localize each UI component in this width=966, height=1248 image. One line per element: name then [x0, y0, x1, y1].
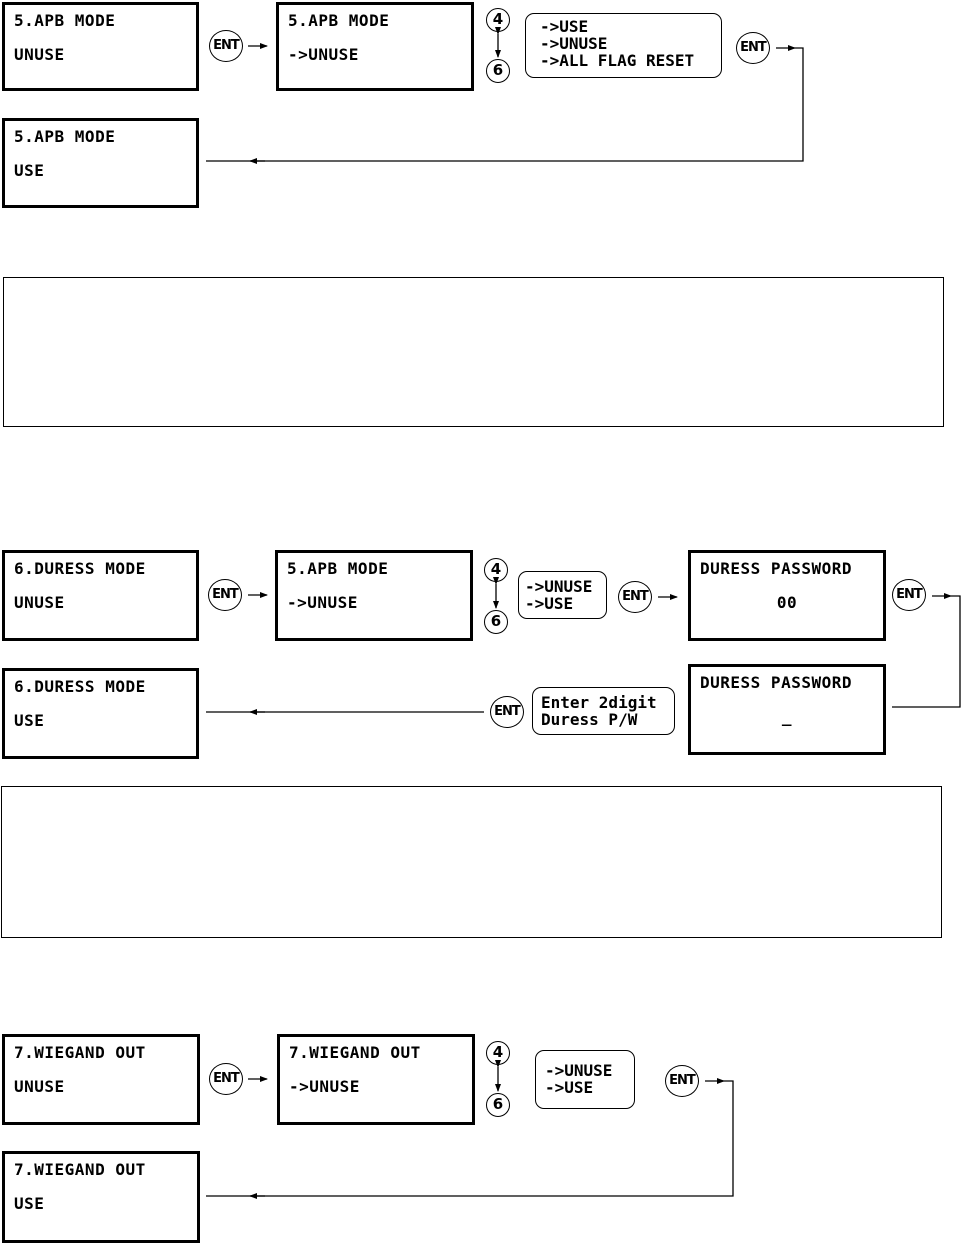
option-item: ->USE	[545, 1078, 594, 1097]
flow-connector	[892, 595, 961, 708]
key-6-icon: 6	[484, 610, 508, 634]
note-box	[1, 786, 942, 938]
screen-line-2: USE	[14, 161, 45, 180]
screen-line-1: 7.WIEGAND OUT	[14, 1160, 146, 1179]
duress-select-screen: 5.APB MODE ->UNUSE	[275, 550, 473, 641]
screen-line-2: ->UNUSE	[287, 593, 358, 612]
apb-options-menu: ->USE ->UNUSE ->ALL FLAG RESET	[525, 13, 722, 78]
screen-line-2: USE	[14, 1194, 45, 1213]
enter-key-icon: ENT	[209, 1063, 243, 1095]
screen-line-2: USE	[14, 711, 45, 730]
enter-key-icon: ENT	[490, 696, 524, 728]
enter-key-icon: ENT	[208, 579, 242, 611]
password-value: 00	[776, 593, 798, 612]
duress-password-screen: DURESS PASSWORD 00	[688, 550, 886, 641]
screen-line-2: ->UNUSE	[289, 1077, 360, 1096]
wiegand-result-screen: 7.WIEGAND OUT USE	[2, 1151, 200, 1243]
option-item: ->UNUSE	[540, 34, 608, 53]
option-item: ->USE	[525, 594, 574, 613]
hint-line: Duress P/W	[541, 710, 638, 729]
apb-select-screen: 5.APB MODE ->UNUSE	[276, 2, 474, 91]
screen-line-2: UNUSE	[14, 1077, 65, 1096]
enter-key-icon: ENT	[618, 581, 652, 613]
screen-line-2: UNUSE	[14, 45, 65, 64]
screen-line-1: 5.APB MODE	[288, 11, 390, 30]
apb-result-screen: 5.APB MODE USE	[2, 118, 199, 208]
option-item: ->UNUSE	[525, 577, 593, 596]
duress-result-screen: 6.DURESS MODE USE	[2, 668, 199, 759]
screen-line-1: DURESS PASSWORD	[700, 673, 852, 692]
option-item: ->USE	[540, 17, 589, 36]
screen-line-1: 6.DURESS MODE	[14, 677, 146, 696]
duress-password-entry-screen: DURESS PASSWORD _	[688, 664, 886, 755]
key-6-icon: 6	[486, 59, 510, 83]
option-item: ->ALL FLAG RESET	[540, 51, 695, 70]
apb-start-screen: 5.APB MODE UNUSE	[2, 2, 199, 91]
screen-line-1: DURESS PASSWORD	[700, 559, 852, 578]
key-6-icon: 6	[486, 1093, 510, 1117]
password-cursor: _	[781, 707, 793, 726]
screen-line-1: 5.APB MODE	[14, 11, 116, 30]
wiegand-options-menu: ->UNUSE ->USE	[535, 1050, 635, 1109]
flow-connector	[206, 1080, 734, 1197]
duress-hint-box: Enter 2digit Duress P/W	[532, 687, 675, 735]
screen-line-1: 7.WIEGAND OUT	[14, 1043, 146, 1062]
enter-key-icon: ENT	[736, 32, 770, 64]
screen-line-1: 7.WIEGAND OUT	[289, 1043, 421, 1062]
screen-line-2: UNUSE	[14, 593, 65, 612]
screen-line-2: ->UNUSE	[288, 45, 359, 64]
screen-line-1: 5.APB MODE	[14, 127, 116, 146]
enter-key-icon: ENT	[892, 579, 926, 611]
screen-line-1: 5.APB MODE	[287, 559, 389, 578]
note-box	[3, 277, 944, 427]
duress-options-menu: ->UNUSE ->USE	[518, 571, 607, 619]
screen-line-1: 6.DURESS MODE	[14, 559, 146, 578]
flow-connector	[206, 47, 804, 162]
enter-key-icon: ENT	[665, 1065, 699, 1097]
hint-line: Enter 2digit	[541, 693, 657, 712]
wiegand-select-screen: 7.WIEGAND OUT ->UNUSE	[277, 1034, 475, 1125]
wiegand-start-screen: 7.WIEGAND OUT UNUSE	[2, 1034, 200, 1125]
duress-start-screen: 6.DURESS MODE UNUSE	[2, 550, 199, 641]
enter-key-icon: ENT	[209, 30, 243, 62]
option-item: ->UNUSE	[545, 1061, 613, 1080]
